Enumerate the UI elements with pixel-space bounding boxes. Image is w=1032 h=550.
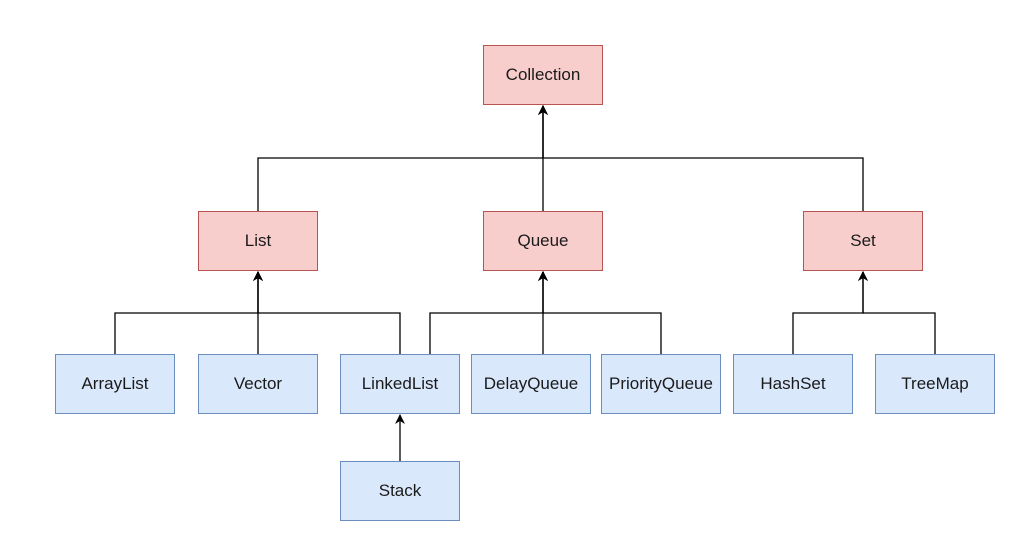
node-set[interactable]: Set: [803, 211, 923, 271]
node-label: TreeMap: [901, 374, 969, 393]
node-label: PriorityQueue: [609, 374, 713, 393]
connector-priorityqueue-to-queue: [538, 271, 662, 354]
connector-treemap-to-set: [858, 271, 936, 354]
node-label: Set: [850, 231, 876, 250]
node-label: ArrayList: [81, 374, 149, 393]
node-treemap[interactable]: TreeMap: [875, 354, 995, 414]
node-priorityqueue[interactable]: PriorityQueue: [601, 354, 721, 414]
node-hashset[interactable]: HashSet: [733, 354, 853, 414]
connector-arraylist-to-list: [114, 271, 263, 354]
connector-list-to-collection: [257, 105, 548, 211]
node-vector[interactable]: Vector: [198, 354, 318, 414]
node-label: Vector: [233, 374, 283, 393]
node-collection[interactable]: Collection: [483, 45, 603, 105]
node-queue[interactable]: Queue: [483, 211, 603, 271]
node-label: Stack: [378, 481, 422, 500]
node-label: LinkedList: [361, 374, 439, 393]
node-list[interactable]: List: [198, 211, 318, 271]
node-delayqueue[interactable]: DelayQueue: [471, 354, 591, 414]
node-label: HashSet: [760, 374, 826, 393]
connector-linkedlist-to-queue: [429, 271, 548, 354]
node-label: List: [244, 231, 272, 250]
node-label: Collection: [505, 65, 581, 84]
connector-set-to-collection: [538, 105, 864, 211]
node-label: DelayQueue: [483, 374, 579, 393]
node-label: Queue: [517, 231, 569, 250]
connector-hashset-to-set: [792, 271, 868, 354]
node-arraylist[interactable]: ArrayList: [55, 354, 175, 414]
connector-linkedlist-to-list: [253, 271, 401, 354]
node-linkedlist[interactable]: LinkedList: [340, 354, 460, 414]
node-stack[interactable]: Stack: [340, 461, 460, 521]
